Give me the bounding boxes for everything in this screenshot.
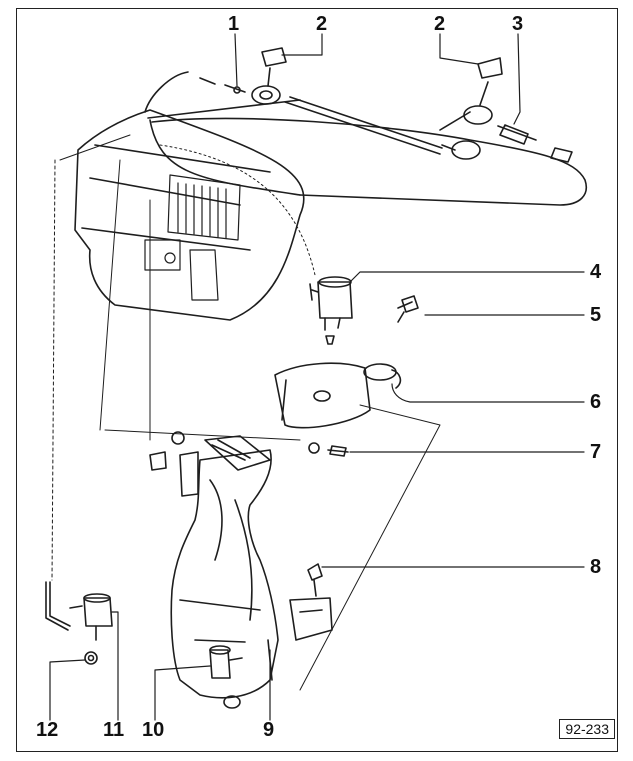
check-valve: [497, 124, 573, 163]
reservoir-main: [170, 449, 279, 709]
callout-9: 9: [263, 719, 275, 741]
callout-2-left: 2: [316, 13, 328, 35]
grille-section: [144, 174, 241, 301]
callout-1: 1: [228, 13, 240, 35]
washer-pump-upper: [309, 276, 353, 345]
figure-reference-number: 92-233: [559, 719, 615, 739]
callout-6: 6: [590, 391, 602, 413]
callout-2-right: 2: [434, 13, 446, 35]
callout-12: 12: [36, 719, 59, 741]
reservoir-upper: [274, 362, 402, 429]
callout-10: 10: [142, 719, 165, 741]
callout-5: 5: [590, 304, 602, 326]
callout-7: 7: [590, 441, 602, 463]
callout-11: 11: [103, 719, 125, 741]
connector-part: [199, 77, 246, 94]
washer-pump-lower: [209, 645, 243, 679]
diagram-frame: [16, 8, 618, 752]
washer-jet-left: [251, 47, 287, 105]
hose-grommet: [45, 581, 98, 665]
leader-guides: [51, 134, 441, 691]
fastener-set: [171, 431, 349, 457]
hose-lines: [144, 71, 587, 206]
callout-leaders: [49, 33, 585, 721]
callout-4: 4: [590, 261, 602, 283]
callout-8: 8: [590, 556, 602, 578]
washer-pump-side: [69, 593, 113, 641]
washer-jet-right: [439, 57, 503, 160]
mounting-bolt: [289, 563, 333, 641]
reservoir-bracket: [149, 435, 271, 497]
screw-part: [397, 295, 419, 323]
hood-outline: [74, 109, 305, 321]
callout-3: 3: [512, 13, 524, 35]
